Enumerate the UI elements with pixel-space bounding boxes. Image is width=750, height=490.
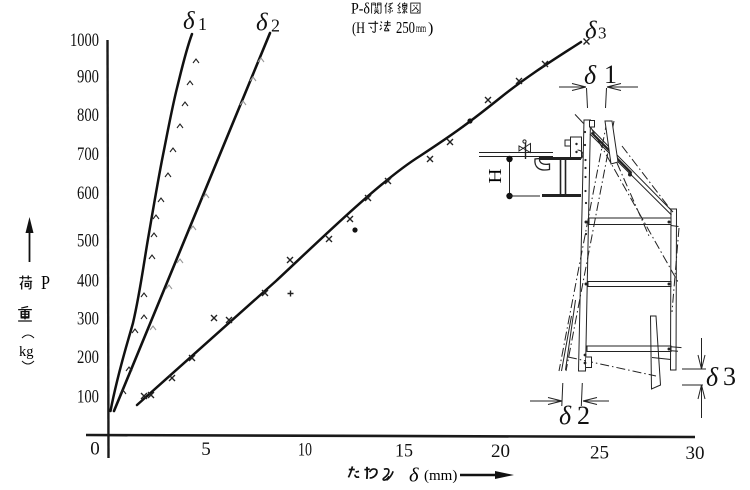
svg-text:mm: mm [416, 21, 426, 35]
svg-text:δ: δ [706, 363, 719, 392]
svg-text:400: 400 [77, 270, 99, 291]
svg-text:δ: δ [584, 61, 597, 90]
svg-text:2: 2 [271, 16, 280, 36]
svg-text:900: 900 [77, 67, 99, 88]
svg-text:0: 0 [90, 439, 100, 460]
svg-text:5: 5 [201, 439, 211, 460]
svg-text:500: 500 [77, 231, 99, 252]
svg-text:25: 25 [590, 442, 609, 463]
svg-text:250: 250 [396, 18, 415, 37]
svg-text:): ) [428, 20, 433, 37]
svg-text:1000: 1000 [70, 30, 99, 51]
svg-text:δ: δ [183, 8, 195, 35]
svg-text:3: 3 [723, 362, 736, 391]
svg-text:(mm): (mm) [424, 468, 457, 484]
svg-text:δ: δ [585, 18, 597, 45]
svg-text:(H: (H [352, 20, 365, 37]
svg-text:1: 1 [198, 14, 207, 34]
svg-text:δ: δ [559, 401, 572, 430]
svg-text:800: 800 [77, 105, 99, 126]
svg-text:600: 600 [77, 183, 99, 204]
svg-text:30: 30 [686, 443, 705, 464]
svg-text:δ: δ [256, 10, 268, 37]
svg-text:kg: kg [19, 344, 34, 360]
svg-text:3: 3 [598, 24, 607, 43]
svg-text:H: H [485, 169, 505, 184]
svg-text:20: 20 [491, 441, 510, 462]
svg-text:P-δ: P-δ [351, 1, 370, 18]
svg-text:2: 2 [577, 401, 590, 430]
svg-text:δ: δ [409, 465, 419, 487]
svg-text:1: 1 [604, 60, 617, 89]
svg-text:10: 10 [298, 440, 312, 461]
svg-text:700: 700 [77, 144, 99, 165]
svg-text:100: 100 [77, 386, 99, 407]
svg-text:P: P [41, 272, 50, 294]
svg-text:300: 300 [77, 309, 99, 330]
svg-text:15: 15 [395, 441, 413, 462]
svg-text:200: 200 [77, 347, 99, 368]
